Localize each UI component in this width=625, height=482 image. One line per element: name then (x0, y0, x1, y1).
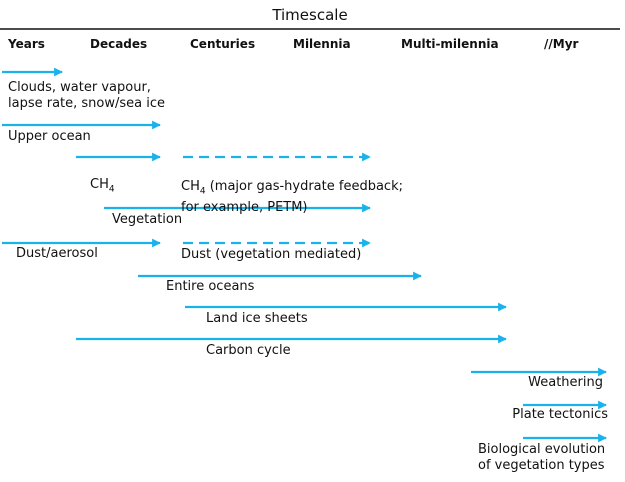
label-land-ice-sheets: Land ice sheets (206, 311, 308, 326)
label-ch4-gh-text: CH (181, 179, 200, 194)
column-header-years: Years (8, 37, 45, 51)
label-dust-vegetation-mediated: Dust (vegetation mediated) (181, 247, 362, 262)
label-plate-tectonics: Plate tectonics (512, 407, 608, 422)
label-ch4-gh-sub: 4 (199, 186, 206, 197)
label-ch4-text: CH (90, 177, 109, 192)
label-entire-oceans: Entire oceans (166, 279, 255, 294)
label-ch4-sub: 4 (108, 184, 115, 195)
label-ch4-gh-line2: for example, PETM) (181, 199, 308, 215)
column-header-decades: Decades (90, 37, 148, 51)
column-header-centuries: Centuries (190, 37, 256, 51)
label-biological-evolution: Biological evolution of vegetation types (478, 442, 606, 473)
label-ch4: CH4 (90, 161, 115, 198)
label-ch4-gas-hydrate: CH4 (major gas-hydrate feedback; for exa… (181, 163, 403, 216)
label-clouds: Clouds, water vapour, lapse rate, snow/s… (8, 80, 166, 111)
column-header-myr: //Myr (544, 37, 579, 51)
label-vegetation: Vegetation (112, 212, 183, 227)
label-ch4-gh-rest: (major gas-hydrate feedback; (205, 179, 403, 194)
column-header-multi-milennia: Multi-milennia (401, 37, 499, 51)
label-upper-ocean: Upper ocean (8, 129, 91, 144)
column-header-milennia: Milennia (293, 37, 351, 51)
label-dust-aerosol: Dust/aerosol (16, 246, 98, 261)
diagram-title: Timescale (272, 6, 348, 24)
label-weathering: Weathering (528, 375, 603, 390)
label-carbon-cycle: Carbon cycle (206, 343, 291, 358)
